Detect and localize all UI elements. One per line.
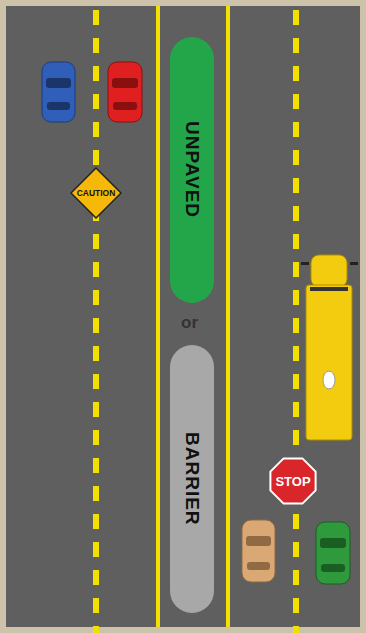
lane-dash (93, 514, 99, 529)
median-label: or (181, 313, 198, 333)
lane-dash (93, 458, 99, 473)
lane-dash (293, 290, 299, 305)
lane-dash (293, 598, 299, 613)
lane-dash (293, 38, 299, 53)
lane-dash (93, 66, 99, 81)
lane-dash (93, 94, 99, 109)
lane-dash (93, 234, 99, 249)
lane-dash (293, 542, 299, 557)
caution-sign: CAUTION (70, 167, 122, 219)
unpaved-median: UNPAVED (170, 37, 214, 303)
sign-text: BARRIER (181, 432, 203, 526)
lane-dash (93, 318, 99, 333)
lane-dash (293, 318, 299, 333)
barrier-median: BARRIER (170, 345, 214, 613)
lane-dash (93, 346, 99, 361)
lane-dash (93, 402, 99, 417)
lane-dash (293, 66, 299, 81)
dashed-lines (93, 10, 299, 633)
lane-dash (293, 178, 299, 193)
lane-dash (93, 150, 99, 165)
lane-dash (293, 234, 299, 249)
lane-dash (93, 122, 99, 137)
solid-line (226, 6, 230, 627)
lane-dash (293, 94, 299, 109)
lane-dash (293, 150, 299, 165)
lane-dash (93, 38, 99, 53)
green-car (316, 522, 350, 584)
lane-dash (93, 598, 99, 613)
lane-dash (293, 626, 299, 633)
lane-dash (293, 402, 299, 417)
lane-dash (293, 346, 299, 361)
lane-dash (93, 290, 99, 305)
lane-dash (93, 430, 99, 445)
lane-dash (293, 10, 299, 25)
red-car (108, 62, 142, 122)
lane-dash (293, 374, 299, 389)
lane-dash (293, 514, 299, 529)
lane-dash (93, 542, 99, 557)
lane-dash (93, 262, 99, 277)
lane-dash (93, 570, 99, 585)
lane-dash (93, 374, 99, 389)
lane-dash (293, 122, 299, 137)
stop-sign: STOP (267, 455, 319, 507)
solid-line (156, 6, 160, 627)
school-bus (301, 255, 358, 440)
tan-car (242, 520, 275, 582)
lane-dash (293, 570, 299, 585)
sign-text: UNPAVED (181, 121, 203, 218)
lane-dash (293, 430, 299, 445)
blue-car (42, 62, 75, 122)
lane-dash (93, 10, 99, 25)
lane-dash (93, 486, 99, 501)
road-surface (6, 6, 360, 627)
sign-text: CAUTION (77, 188, 116, 198)
lane-dash (293, 206, 299, 221)
sign-text: STOP (275, 474, 310, 489)
lane-dash (93, 626, 99, 633)
lane-dash (293, 262, 299, 277)
